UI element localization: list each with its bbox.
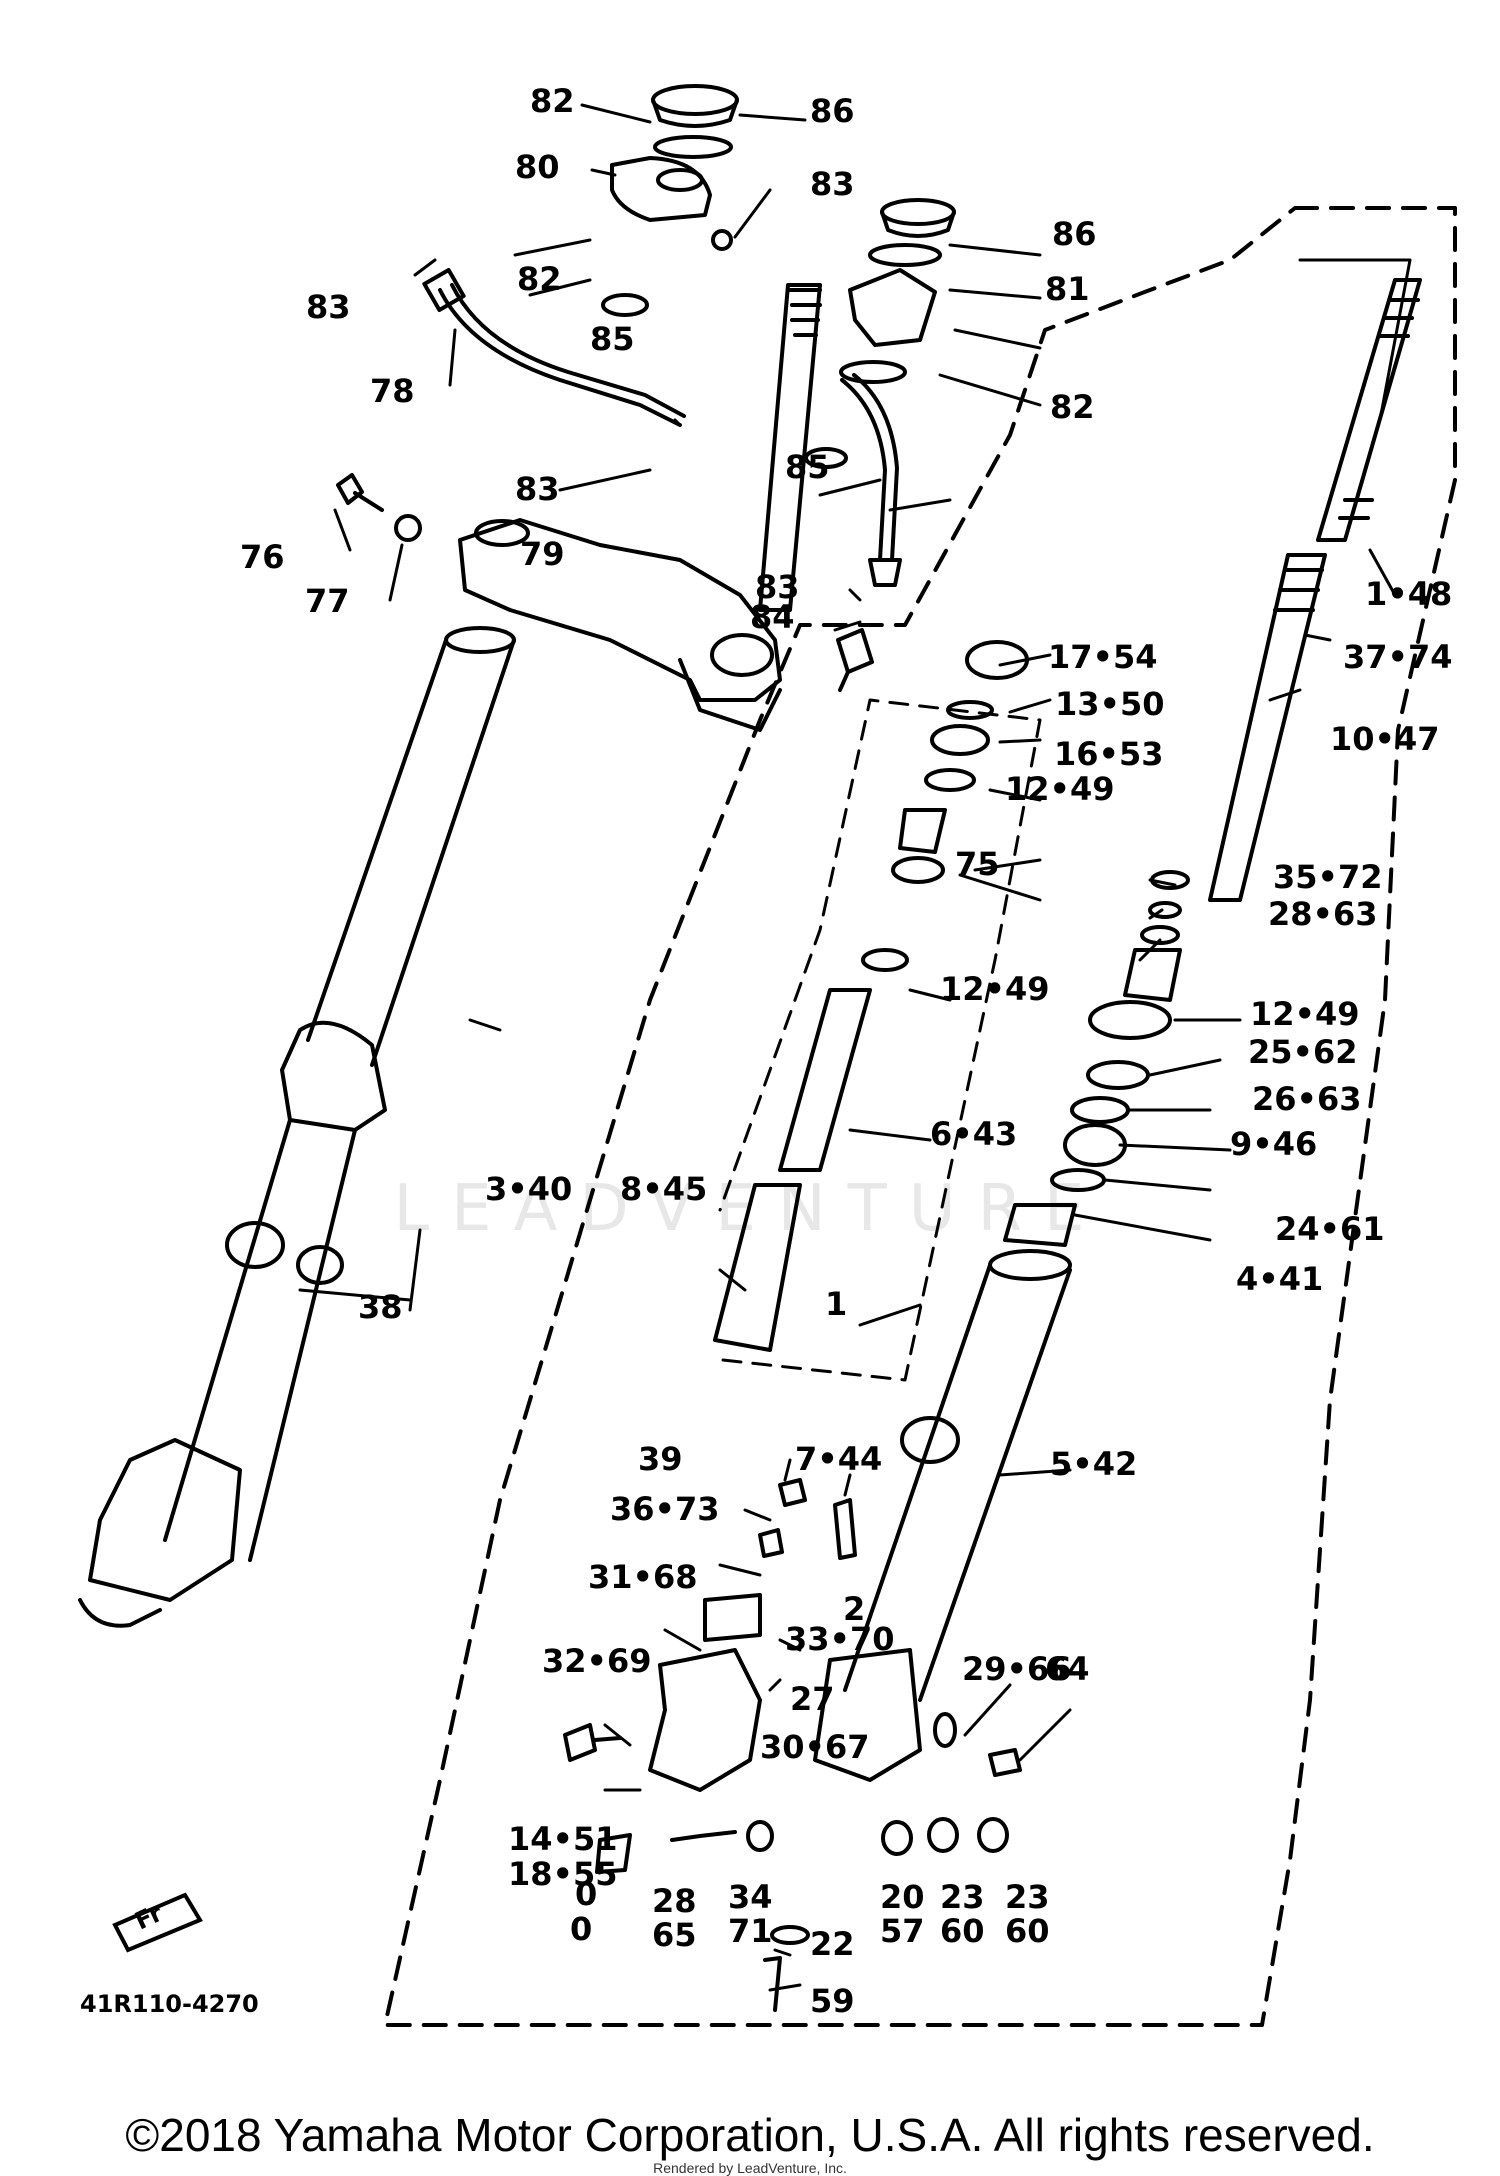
union-84 [836, 628, 874, 692]
rendered-by-text: Rendered by LeadVenture, Inc. [653, 2160, 847, 2176]
washer-77 [394, 514, 422, 542]
callout-52: 14•51 [508, 1820, 618, 1858]
part-code-label: 41R110-4270 [80, 1990, 259, 2018]
callout-13: 85 [785, 448, 830, 486]
callout-29: 25•62 [1248, 1033, 1358, 1071]
callout-6: 83 [306, 288, 351, 326]
callout-51: 30•67 [760, 1728, 870, 1766]
callout-1: 86 [810, 92, 855, 130]
washer-85b [804, 447, 848, 469]
callout-4: 86 [1052, 215, 1097, 253]
brake-hose-78 [422, 268, 686, 427]
callout-16: 83 [755, 568, 800, 606]
callout-57: 65 [652, 1916, 697, 1954]
callout-11: 83 [515, 470, 560, 508]
callout-30: 26•63 [1252, 1080, 1362, 1118]
bolt-76 [336, 473, 384, 512]
callout-2: 80 [515, 148, 560, 186]
part-code: 41R110-4270 [80, 1990, 259, 2018]
assembly-boundary [383, 206, 1457, 2027]
callout-47: 32•69 [542, 1642, 652, 1680]
callout-17: 84 [750, 598, 795, 636]
callout-24: 12•49 [1005, 770, 1115, 808]
under-bracket [458, 518, 782, 732]
washer-85 [601, 293, 649, 317]
damper-rod [1208, 278, 1422, 902]
callout-20: 37•74 [1343, 638, 1453, 676]
callout-60: 20 [880, 1878, 925, 1916]
callout-14: 76 [240, 538, 285, 576]
callout-45: 2 [843, 1590, 865, 1628]
outer-fork-left [78, 626, 516, 1628]
callout-48: 29•66 [962, 1650, 1072, 1688]
steering-stem [758, 283, 822, 612]
cap-and-spacers [891, 640, 1029, 884]
callout-23: 10•47 [1330, 720, 1440, 758]
callout-54: 0 [575, 1875, 597, 1913]
copyright-text: ©2018 Yamaha Motor Corporation, U.S.A. A… [125, 2109, 1375, 2161]
rings-and-seals [1003, 870, 1190, 1247]
callout-18: 1•48 [1365, 575, 1452, 613]
callout-26: 75 [955, 845, 1000, 883]
callout-66: 22 [810, 1925, 855, 1963]
upper-bracket [610, 84, 956, 384]
cylinder-8-36 [713, 948, 909, 1352]
callout-39: 1 [825, 1285, 847, 1323]
callout-19: 17•54 [1048, 638, 1158, 676]
callout-28: 12•49 [1250, 995, 1360, 1033]
callout-63: 60 [940, 1912, 985, 1950]
callout-46: 33•70 [785, 1620, 895, 1658]
callout-38: 38 [358, 1288, 403, 1326]
callout-65: 60 [1005, 1912, 1050, 1950]
callout-37: 4•41 [1236, 1260, 1323, 1298]
callout-22: 16•53 [1054, 735, 1164, 773]
outer-fork-right [813, 1249, 1072, 1782]
callout-15: 77 [305, 582, 350, 620]
callout-25: 35•72 [1273, 858, 1383, 896]
callout-7: 85 [590, 320, 635, 358]
front-arrow-icon: Fr [112, 1892, 203, 1953]
callout-61: 57 [880, 1912, 925, 1950]
callout-67: 59 [810, 1982, 855, 2020]
callout-49: 64 [1045, 1650, 1090, 1688]
callout-10: 82 [1050, 388, 1095, 426]
callout-62: 23 [940, 1878, 985, 1916]
callout-9: 78 [370, 372, 415, 410]
callout-58: 34 [728, 1878, 773, 1916]
callout-33: 6•43 [930, 1115, 1017, 1153]
axle-holder-30 [563, 1593, 762, 1792]
callout-59: 71 [728, 1912, 773, 1950]
callout-55: 0 [570, 1910, 592, 1948]
callout-27: 28•63 [1268, 895, 1378, 933]
callout-3: 83 [810, 165, 855, 203]
callout-43: 36•73 [610, 1490, 720, 1528]
exploded-fork-diagram: 8286808386828385817882837985767783841•48… [78, 82, 1457, 2027]
callout-40: 7•44 [795, 1440, 882, 1478]
callout-53: 18•55 [508, 1855, 618, 1893]
callout-41: 5•42 [1050, 1445, 1137, 1483]
callout-0: 82 [530, 82, 575, 120]
cartridge-boundary [718, 698, 1042, 1382]
callout-5: 82 [517, 260, 562, 298]
sub-boundary [1298, 258, 1412, 422]
small-parts [595, 1478, 1022, 2012]
callout-21: 13•50 [1055, 685, 1165, 723]
callout-31: 12•49 [940, 970, 1050, 1008]
callout-32: 9•46 [1230, 1125, 1317, 1163]
brake-hose-79 [840, 373, 902, 587]
watermark-text: LEADVENTURE [393, 1172, 1107, 1246]
callout-34: 3•40 [485, 1170, 572, 1208]
callout-35: 8•45 [620, 1170, 707, 1208]
callout-8: 81 [1045, 270, 1090, 308]
callout-56: 28 [652, 1882, 697, 1920]
callout-50: 27 [790, 1680, 835, 1718]
callout-42: 39 [638, 1440, 683, 1478]
leader-lines [298, 103, 1397, 1992]
callout-12: 79 [520, 535, 565, 573]
callout-44: 31•68 [588, 1558, 698, 1596]
callout-36: 24•61 [1275, 1210, 1385, 1248]
callout-64: 23 [1005, 1878, 1050, 1916]
